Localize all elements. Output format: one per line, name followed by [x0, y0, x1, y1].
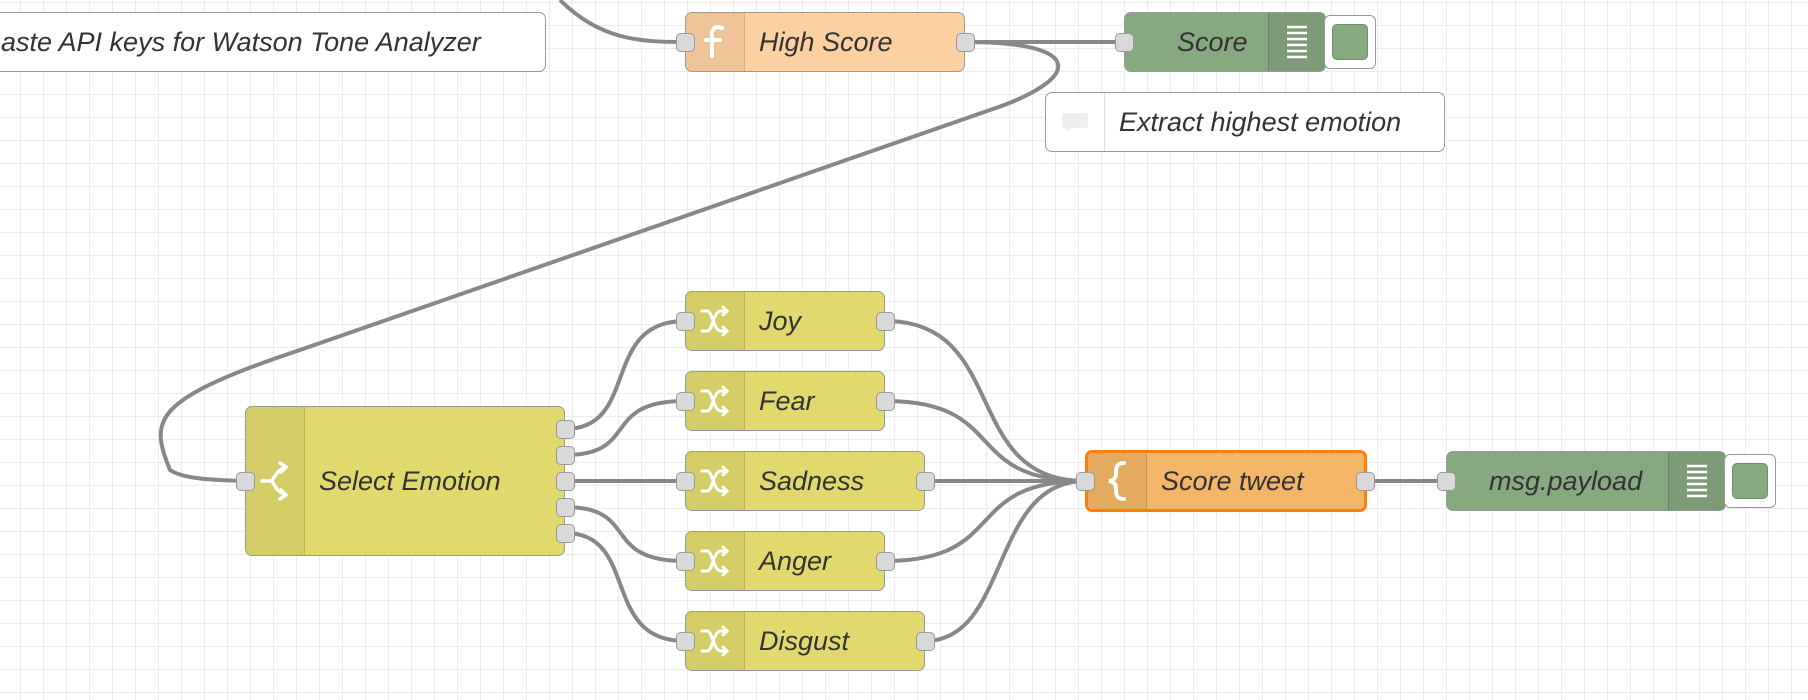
node-score-tweet-label: Score tweet — [1161, 465, 1304, 496]
wire-select-to-joy[interactable] — [564, 319, 686, 431]
select-emotion-output-port-2[interactable] — [556, 446, 575, 465]
node-score-debug[interactable]: Score — [1124, 12, 1326, 72]
list-icon — [1268, 13, 1325, 71]
wire-select-to-disgust[interactable] — [564, 531, 686, 643]
select-emotion-output-port-3[interactable] — [556, 472, 575, 491]
score-tweet-output-port[interactable] — [1356, 472, 1375, 491]
select-emotion-output-port-5[interactable] — [556, 524, 575, 543]
shuffle-icon — [686, 452, 745, 510]
shuffle-icon — [686, 532, 745, 590]
node-select-emotion-label: Select Emotion — [319, 465, 501, 496]
payload-debug-toggle[interactable] — [1724, 454, 1776, 508]
node-score-debug-label: Score — [1177, 26, 1248, 57]
node-joy-label: Joy — [759, 305, 802, 336]
shuffle-icon — [686, 612, 745, 670]
node-joy[interactable]: Joy — [685, 291, 885, 351]
select-emotion-output-port-4[interactable] — [556, 498, 575, 517]
comment-api-keys[interactable]: aste API keys for Watson Tone Analyzer — [0, 12, 546, 72]
node-disgust[interactable]: Disgust — [685, 611, 925, 671]
sadness-output-port[interactable] — [916, 472, 935, 491]
comment-extract[interactable]: Extract highest emotion — [1045, 92, 1445, 152]
disgust-input-port[interactable] — [676, 632, 695, 651]
shuffle-icon — [686, 292, 745, 350]
list-icon — [1668, 452, 1725, 510]
score-debug-input-port[interactable] — [1115, 33, 1134, 52]
payload-debug-input-port[interactable] — [1437, 472, 1456, 491]
node-payload-debug-label: msg.payload — [1489, 465, 1643, 496]
score-tweet-input-port[interactable] — [1076, 472, 1095, 491]
node-select-emotion[interactable]: Select Emotion — [245, 406, 565, 556]
wire-offscreen-to-high-score[interactable] — [558, 0, 686, 44]
node-high-score-label: High Score — [759, 26, 893, 57]
node-sadness[interactable]: Sadness — [685, 451, 925, 511]
anger-output-port[interactable] — [876, 552, 895, 571]
score-debug-toggle[interactable] — [1324, 15, 1376, 69]
fear-input-port[interactable] — [676, 392, 695, 411]
wire-high-score-to-select-emotion[interactable] — [158, 40, 1061, 483]
node-high-score[interactable]: High Score — [685, 12, 965, 72]
switch-icon — [246, 407, 305, 555]
node-anger-label: Anger — [759, 545, 832, 576]
sadness-input-port[interactable] — [676, 472, 695, 491]
comment-extract-label: Extract highest emotion — [1119, 106, 1402, 137]
select-emotion-input-port[interactable] — [236, 472, 255, 491]
node-score-tweet[interactable]: Score tweet — [1085, 450, 1367, 512]
node-fear-label: Fear — [759, 385, 815, 416]
comment-api-keys-label: aste API keys for Watson Tone Analyzer — [1, 26, 481, 57]
high-score-output-port[interactable] — [956, 33, 975, 52]
wire-disgust-to-score-tweet[interactable] — [924, 479, 1086, 643]
template-icon — [1088, 453, 1147, 509]
joy-output-port[interactable] — [876, 312, 895, 331]
shuffle-icon — [686, 372, 745, 430]
function-icon — [686, 13, 745, 71]
toggle-indicator — [1332, 24, 1368, 60]
select-emotion-output-port-1[interactable] — [556, 420, 575, 439]
node-fear[interactable]: Fear — [685, 371, 885, 431]
fear-output-port[interactable] — [876, 392, 895, 411]
anger-input-port[interactable] — [676, 552, 695, 571]
joy-input-port[interactable] — [676, 312, 695, 331]
node-sadness-label: Sadness — [759, 465, 865, 496]
speech-bubble-icon — [1046, 93, 1105, 151]
wire-fear-to-score-tweet[interactable] — [884, 399, 1086, 483]
node-anger[interactable]: Anger — [685, 531, 885, 591]
wire-anger-to-score-tweet[interactable] — [884, 479, 1086, 563]
high-score-input-port[interactable] — [676, 33, 695, 52]
wire-select-to-fear[interactable] — [564, 399, 686, 457]
node-disgust-label: Disgust — [759, 625, 850, 656]
wire-joy-to-score-tweet[interactable] — [884, 319, 1086, 483]
node-payload-debug[interactable]: msg.payload — [1446, 451, 1726, 511]
toggle-indicator — [1732, 463, 1768, 499]
disgust-output-port[interactable] — [916, 632, 935, 651]
wire-select-to-anger[interactable] — [564, 505, 686, 563]
